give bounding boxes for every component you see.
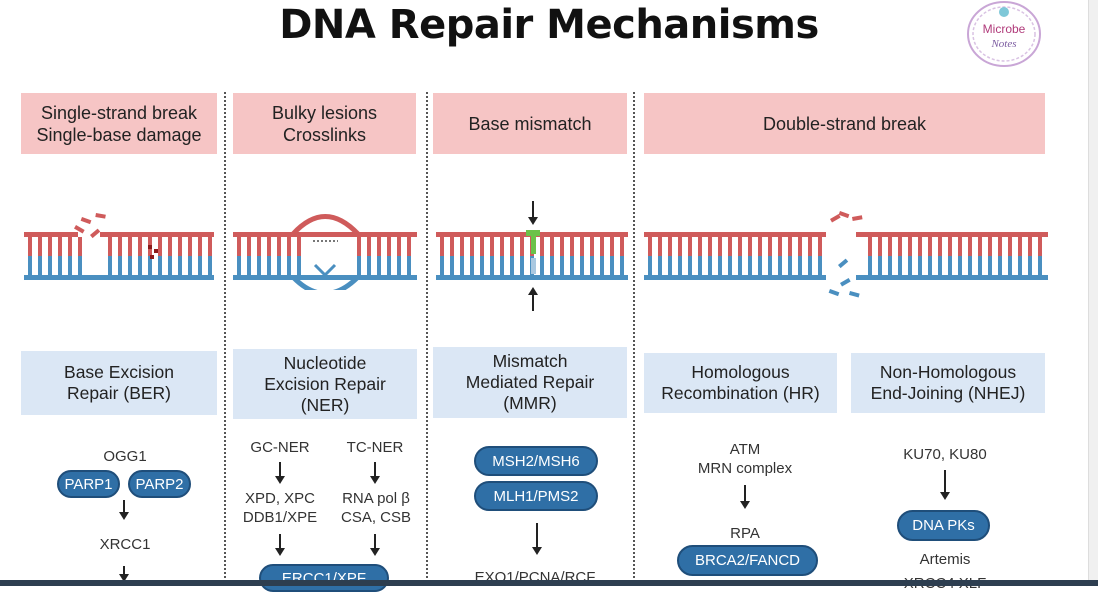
logo-name: Microbe xyxy=(982,22,1026,36)
nhej-protein-artemis: Artemis xyxy=(919,551,971,568)
mmr-pill-mlh1-pms2: MLH1/PMS2 xyxy=(474,481,598,511)
damage-type-ssb: Single-strand break Single-base damage xyxy=(21,93,217,154)
arrow-down xyxy=(940,470,950,500)
pathway-ber: Base Excision Repair (BER) xyxy=(21,351,217,415)
ber-pill-parp2: PARP2 xyxy=(128,470,191,498)
arrow-down xyxy=(370,534,380,556)
arrow-down xyxy=(740,485,750,509)
damage-type-dsb: Double-strand break xyxy=(644,93,1045,154)
ber-protein-xrcc1: XRCC1 xyxy=(99,536,151,553)
dna-bulky-lesion-illustration xyxy=(233,214,417,290)
ber-protein-ogg1: OGG1 xyxy=(103,448,147,465)
nhej-proteins-ku: KU70, KU80 xyxy=(903,446,987,463)
hr-protein-rpa: RPA xyxy=(730,525,760,542)
mmr-pill-msh2-msh6: MSH2/MSH6 xyxy=(474,446,598,476)
arrow-down xyxy=(119,566,129,582)
dna-ssb-illustration xyxy=(24,213,214,280)
page-title: DNA Repair Mechanisms xyxy=(279,2,819,48)
arrow-down xyxy=(532,523,542,555)
damage-type-bulky-lesions: Bulky lesions Crosslinks xyxy=(233,93,416,154)
pathway-hr: Homologous Recombination (HR) xyxy=(644,353,837,413)
arrow-down xyxy=(275,462,285,484)
ner-label-tc: TC-NER xyxy=(346,439,404,456)
column-divider xyxy=(224,92,226,586)
microbe-notes-logo xyxy=(967,1,1041,67)
scrollbar[interactable] xyxy=(1088,0,1098,586)
hr-proteins-atm-mrn: ATM MRN complex xyxy=(697,441,793,477)
ner-gc-proteins: XPD, XPC DDB1/XPE xyxy=(242,490,318,526)
arrow-down xyxy=(119,500,129,520)
ner-pill-ercc1-xpf: ERCC1/XPF xyxy=(259,564,389,592)
ner-label-gc: GC-NER xyxy=(250,439,310,456)
pathway-nhej: Non-Homologous End-Joining (NHEJ) xyxy=(851,353,1045,413)
pathway-mmr: Mismatch Mediated Repair (MMR) xyxy=(433,347,627,418)
dna-dsb-illustration xyxy=(644,211,1048,298)
ner-tc-proteins: RNA pol β CSA, CSB xyxy=(340,490,412,526)
column-divider xyxy=(633,92,635,586)
logo-subtitle: Notes xyxy=(991,38,1017,50)
arrow-down xyxy=(275,534,285,556)
column-divider xyxy=(426,92,428,586)
pathway-ner: Nucleotide Excision Repair (NER) xyxy=(233,349,417,419)
nhej-pill-dna-pks: DNA PKs xyxy=(897,510,990,541)
ber-pill-parp1: PARP1 xyxy=(57,470,120,498)
damage-type-mismatch: Base mismatch xyxy=(433,93,627,154)
hr-pill-brca2-fancd: BRCA2/FANCD xyxy=(677,545,818,576)
arrow-down xyxy=(370,462,380,484)
bottom-bar xyxy=(0,580,1098,586)
dna-mismatch-illustration xyxy=(436,201,628,311)
